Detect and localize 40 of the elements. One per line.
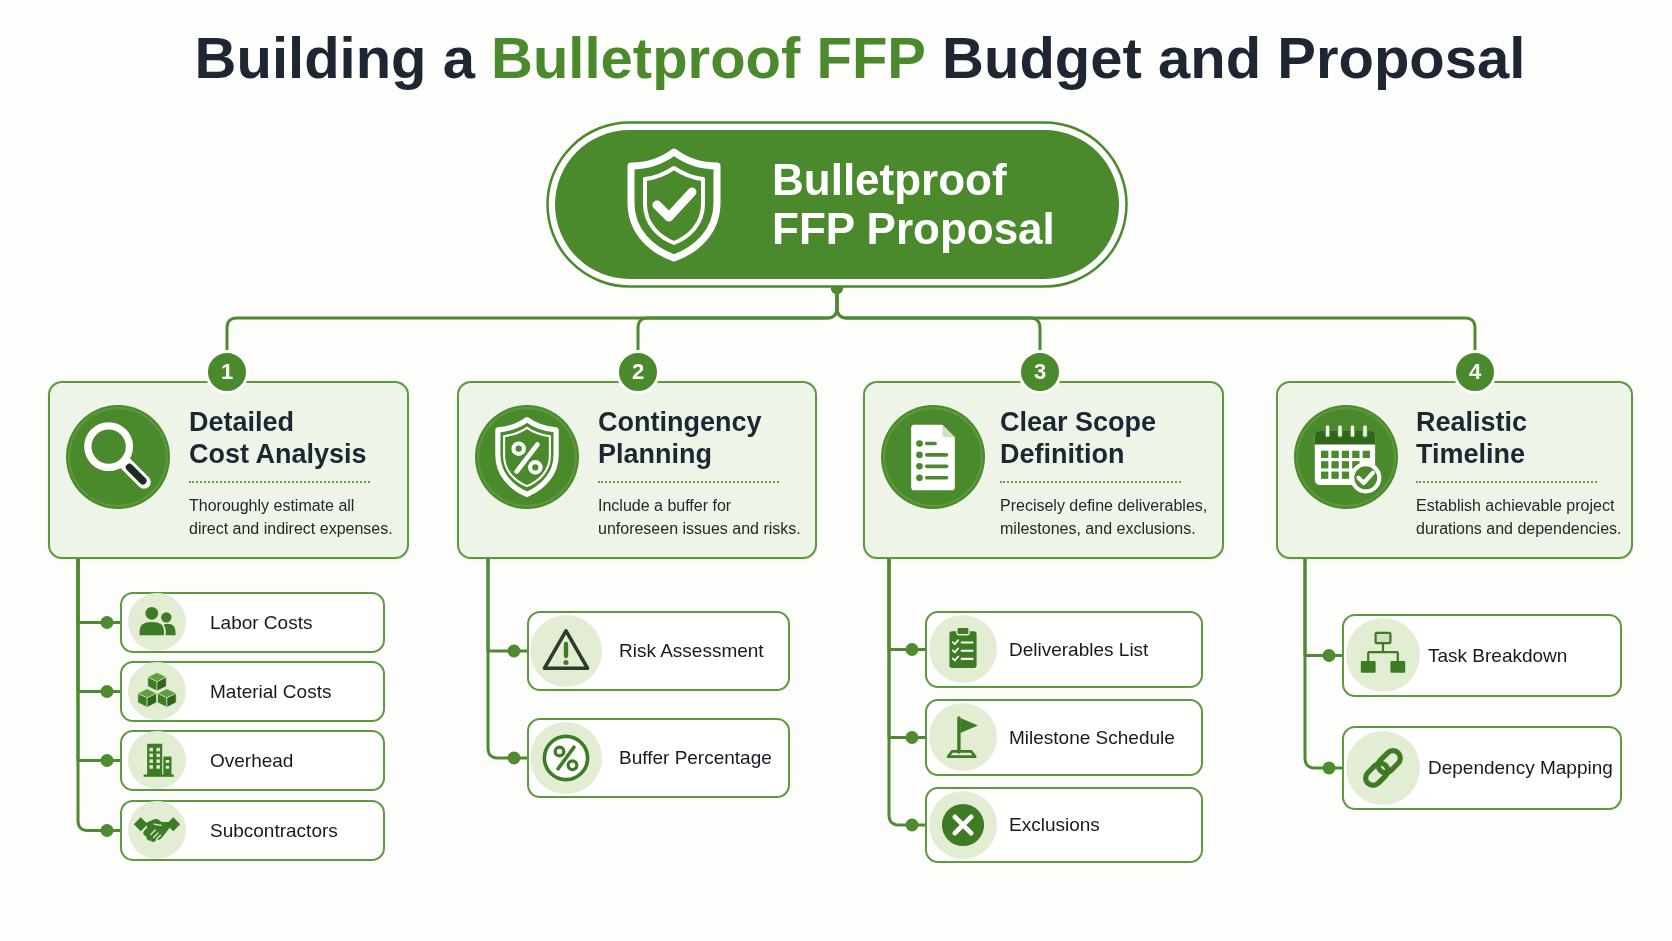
item-card [120, 592, 385, 653]
connector [1303, 559, 1342, 775]
card-heading: Realistic Timeline [1416, 407, 1528, 471]
connector [486, 559, 527, 765]
step-number: 3 [1018, 350, 1062, 394]
step-number: 4 [1453, 350, 1497, 394]
card-heading: Clear Scope Definition [1000, 407, 1157, 471]
item-label: Risk Assessment [619, 639, 764, 663]
root-title: Bulletproof FFP Proposal [772, 154, 1055, 255]
item-card [120, 800, 385, 861]
connector [76, 559, 120, 837]
step-number: 1 [205, 350, 249, 394]
item-label: Material Costs [210, 680, 332, 703]
item-label: Milestone Schedule [1009, 726, 1175, 749]
item-label: Overhead [210, 749, 294, 772]
item-card [1342, 614, 1622, 697]
card-description: Establish achievable project durations and dependencies. [1416, 496, 1622, 539]
diagram-title: Building a Bulletproof FFP Budget and Proposal [193, 26, 1527, 90]
item-card [527, 718, 790, 798]
card-description: Precisely define deliverables, milestones, and exclusions. [1000, 496, 1208, 539]
item-label: Buffer Percentage [619, 746, 772, 770]
item-card [925, 611, 1203, 688]
item-label: Exclusions [1009, 813, 1100, 837]
item-card [1342, 726, 1622, 810]
item-label: Subcontractors [210, 819, 338, 842]
item-card [120, 661, 385, 722]
item-label: Dependency Mapping [1428, 756, 1613, 780]
step-number: 2 [616, 350, 660, 394]
item-card [925, 787, 1203, 863]
item-label: Labor Costs [210, 611, 313, 634]
card-description: Include a buffer for unforeseen issues and risks. [598, 496, 801, 539]
item-card [120, 730, 385, 791]
card-heading: Detailed Cost Analysis [189, 407, 367, 471]
card-description: Thoroughly estimate all direct and indirect expenses. [189, 496, 393, 539]
item-card [527, 611, 790, 691]
card-heading: Contingency Planning [598, 407, 762, 471]
connector [887, 559, 925, 832]
item-label: Deliverables List [1009, 638, 1149, 661]
item-card [925, 699, 1203, 776]
item-label: Task Breakdown [1428, 644, 1568, 667]
